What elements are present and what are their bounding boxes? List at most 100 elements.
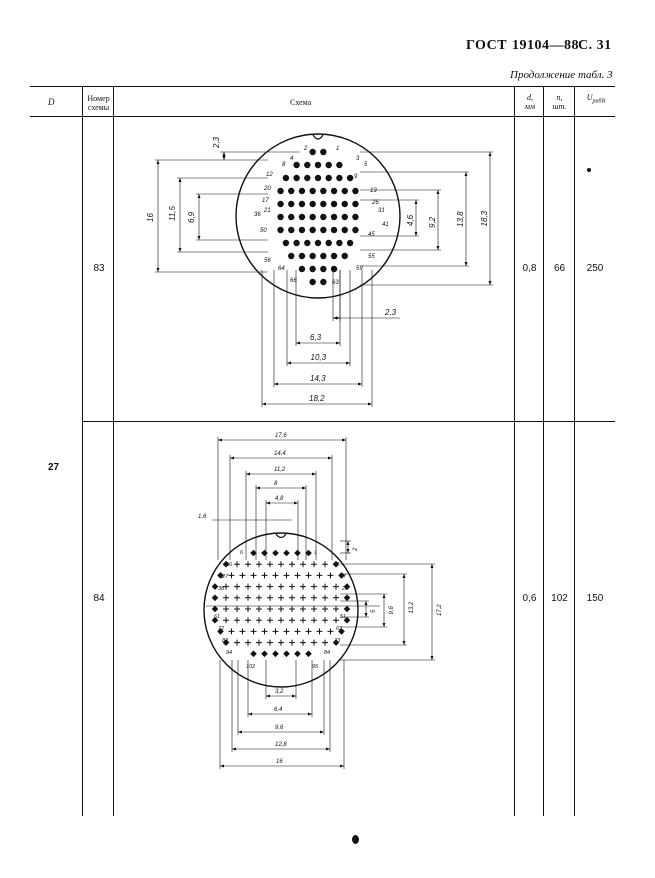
pin-label: 31 [378,208,385,214]
dimension-arrow [156,160,160,164]
column-divider [514,86,515,816]
contact-pin [245,639,251,646]
contact-pin [256,606,262,612]
contact-pin-edge [217,628,224,635]
dimension-label: 6,9 [187,211,196,223]
contact-pin [336,239,343,247]
column-divider [82,86,83,816]
contact-pin [245,594,251,601]
pin-label: 1 [314,550,317,556]
contact-pin [278,606,284,612]
pin-label: 20 [263,186,271,192]
contact-pin-edge [250,650,257,658]
contact-pin [267,594,273,601]
pin-label: 55 [368,254,375,260]
contact-pin [300,639,306,646]
col-header-d-big: D [48,97,55,107]
dimension-label: 2,3 [212,136,221,149]
contact-pin [330,213,338,221]
pin-label: 59 [356,266,363,272]
dimension-arrow [346,541,350,545]
dimension-label: 11,5 [168,205,177,221]
contact-pin [250,572,257,579]
contact-pin [289,561,295,568]
contact-pin [288,226,295,234]
contact-pin-edge [211,616,219,624]
contact-pin [311,594,317,601]
dimension-arrow [222,156,226,160]
contact-pin [288,213,295,221]
dimension-arrow [336,341,340,345]
contact-pin [278,561,284,568]
contact-pin [309,252,316,260]
contact-pin [256,617,262,624]
dimension-arrow [402,641,406,645]
scheme-number-83: 83 [93,263,105,274]
dimension-label: 4,6 [406,214,415,226]
dimension-arrow [346,549,350,553]
dimension-label: 4,8 [275,496,284,502]
dimension-arrow [312,472,316,476]
dimension-arrow [266,694,270,698]
pin-label: 51 [340,614,346,620]
table-header-border [30,116,615,117]
pin-label: 41 [382,222,389,228]
row-divider [83,421,615,422]
contact-pin [234,606,240,612]
contact-pin [300,606,306,612]
contact-pin-edge [217,572,224,579]
dimension-arrow [368,402,372,406]
pin-label: 95 [312,664,319,670]
pin-label: 5 [364,162,368,168]
contact-pin [333,606,339,612]
column-divider [574,86,575,816]
col-header-u: UрабВ [586,93,606,105]
dimension-arrow [464,172,468,176]
contact-pin-edge [332,560,340,568]
contact-pin [289,583,295,590]
contact-pin [267,583,273,590]
contact-pin [277,200,284,208]
dimension-arrow [346,361,350,365]
contact-pin [336,161,343,169]
contact-pin-edge [294,650,301,658]
pin-label: 102 [246,664,255,670]
contact-pin [327,628,334,635]
contact-pin [311,561,317,568]
contact-pin [277,187,284,195]
contact-pin [294,628,301,635]
dimension-arrow [382,594,386,598]
contact-pin [330,252,338,260]
page-number: С. 31 [578,38,612,53]
contact-pin [223,617,229,624]
pin-label: 1 [336,146,339,152]
contact-pin [256,583,262,590]
contact-pin [300,583,306,590]
pin-count-83: 66 [553,263,566,274]
dimension-arrow [156,268,160,272]
contact-pin [341,226,348,234]
dimension-label: 16 [276,759,283,765]
contact-pin [234,639,240,646]
dimension-arrow [178,248,182,252]
contact-pin [314,239,322,247]
contact-pin [352,200,359,208]
contact-pin [325,174,332,182]
contact-pin [346,239,354,247]
pin-label: 36 [254,212,261,218]
dimension-label: 8 [274,481,278,487]
pin-label: 21 [263,208,271,214]
dimension-label: 6,3 [310,333,322,342]
pin-label: 17 [262,198,269,204]
group-d-value: 27 [48,462,60,473]
dimension-arrow [488,281,492,285]
contact-pin [278,594,284,601]
dimension-label: 9,6 [275,725,284,731]
contact-pin [320,226,327,234]
scheme-84-pins [211,549,351,658]
pin-label: 16 [226,562,233,568]
contact-pin [298,265,306,273]
dimension-arrow [430,656,434,660]
